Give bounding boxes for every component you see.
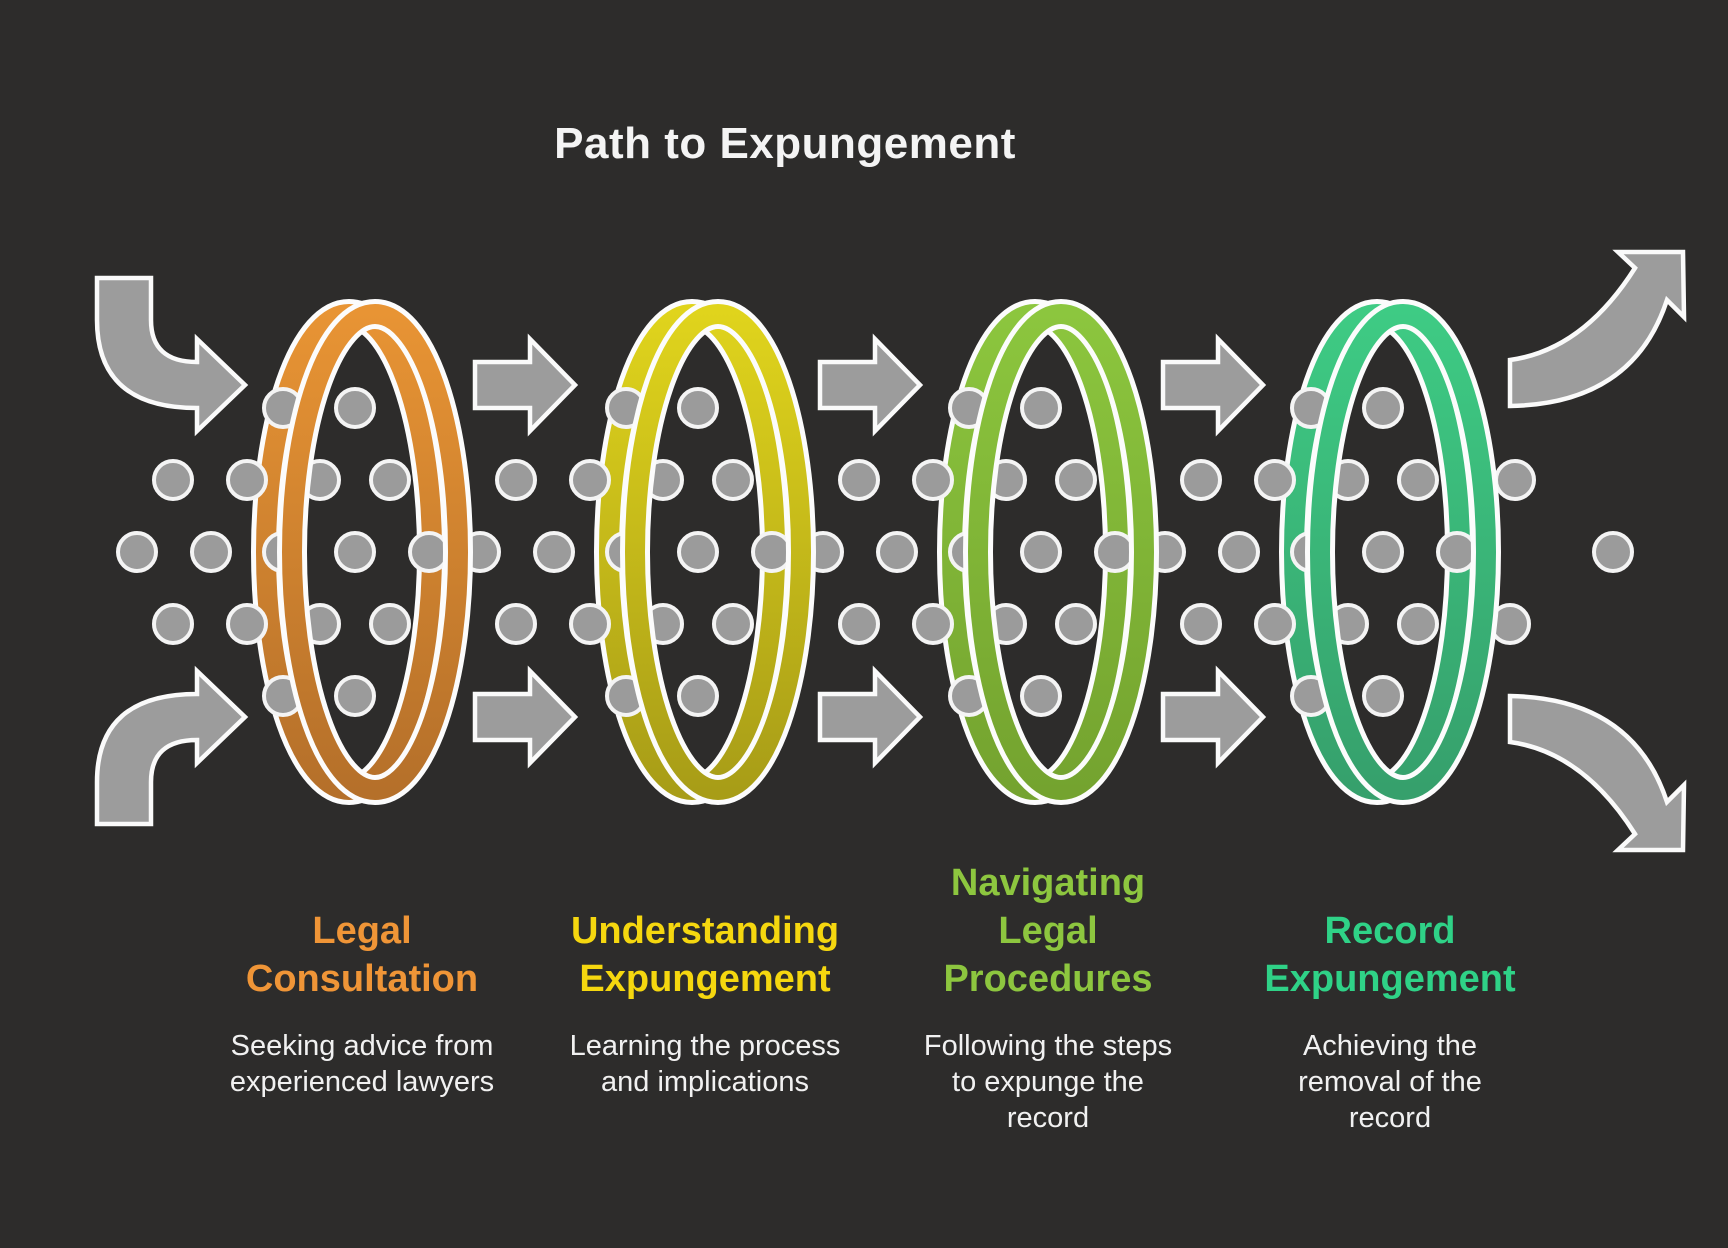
flow-arrow-top-1 (472, 333, 579, 437)
page-title: Path to Expungement (554, 119, 1016, 169)
flow-arrow-top-2 (817, 333, 924, 437)
dot (838, 603, 880, 645)
dot (495, 603, 537, 645)
dot (1218, 531, 1260, 573)
dot (226, 459, 268, 501)
flow-arrow-bottom-1 (472, 665, 579, 769)
flow-arrow-bottom-2 (817, 665, 924, 769)
dot (712, 459, 754, 501)
dot (876, 531, 918, 573)
dot (1055, 603, 1097, 645)
dot (1020, 675, 1062, 717)
dot (838, 459, 880, 501)
flow-arrow-bottom-3 (1160, 665, 1267, 769)
dot (334, 531, 376, 573)
dot (1362, 387, 1404, 429)
dot (677, 531, 719, 573)
dot (1020, 531, 1062, 573)
dot (912, 603, 954, 645)
dot (226, 603, 268, 645)
dot (1397, 459, 1439, 501)
dot (369, 603, 411, 645)
dot (1592, 531, 1634, 573)
dot (1055, 459, 1097, 501)
curved-arrow-in-top (94, 275, 249, 437)
flow-arrow-top-3 (1160, 333, 1267, 437)
dot (569, 603, 611, 645)
ring-stage-2-front-band (625, 304, 811, 800)
curved-arrow-out-top (1507, 249, 1687, 409)
dot (1020, 387, 1062, 429)
dot (1362, 675, 1404, 717)
dot (533, 531, 575, 573)
dot (1180, 459, 1222, 501)
dot (677, 675, 719, 717)
dot (1397, 603, 1439, 645)
dot (334, 387, 376, 429)
dot (116, 531, 158, 573)
dot (1094, 531, 1136, 573)
dot (152, 459, 194, 501)
dot (569, 459, 611, 501)
dot (495, 459, 537, 501)
dot (1436, 531, 1478, 573)
dot (152, 603, 194, 645)
ring-stage-4-front-band (1310, 304, 1496, 800)
curved-arrow-in-bottom (94, 665, 249, 827)
dot (408, 531, 450, 573)
dot (1494, 459, 1536, 501)
ring-stage-1-front-band (282, 304, 468, 800)
dot (751, 531, 793, 573)
dot (1254, 603, 1296, 645)
dot (1362, 531, 1404, 573)
dot (677, 387, 719, 429)
curved-arrow-out-bottom (1507, 693, 1687, 853)
dot (1180, 603, 1222, 645)
dot (190, 531, 232, 573)
ring-stage-3-front-band (968, 304, 1154, 800)
dot (334, 675, 376, 717)
dot (1254, 459, 1296, 501)
dot (712, 603, 754, 645)
dot (912, 459, 954, 501)
dot (369, 459, 411, 501)
